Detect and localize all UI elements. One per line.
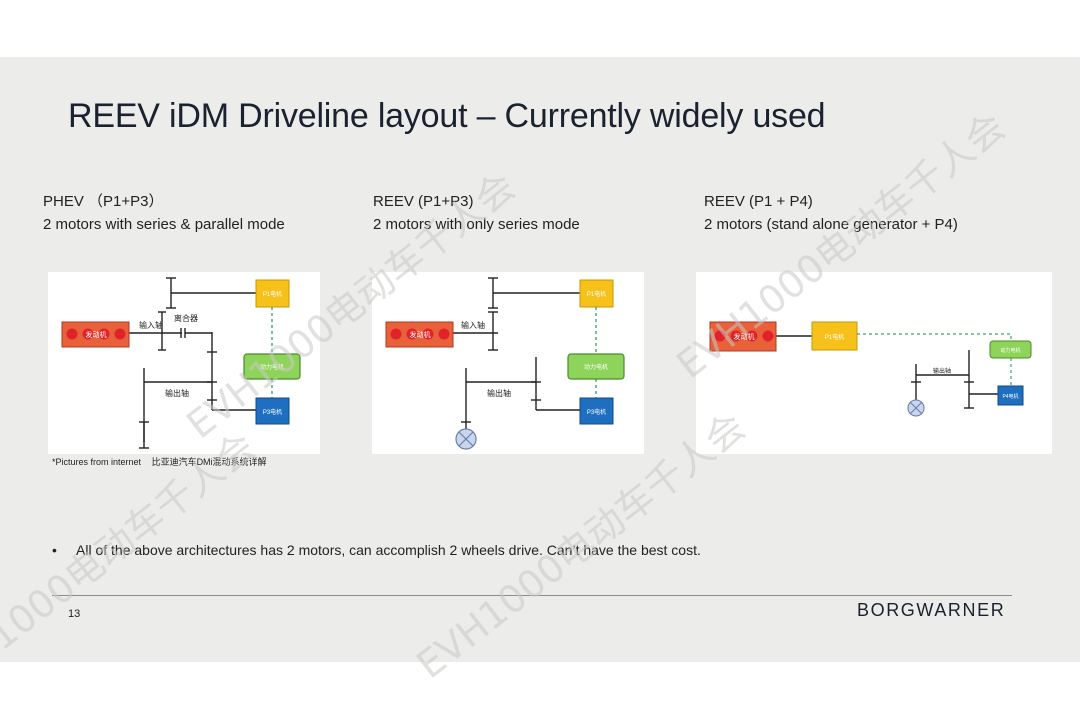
bullet-point: • All of the above architectures has 2 mo… xyxy=(52,542,701,558)
column-subheading: 2 motors with series & parallel mode xyxy=(43,216,285,233)
column-reev-p1-p3: REEV (P1+P3) 2 motors with only series m… xyxy=(373,190,580,236)
output-shaft-label: 输出轴 xyxy=(933,367,951,375)
svg-text:发动机: 发动机 xyxy=(410,330,431,339)
engine-label: 发动机 xyxy=(86,330,107,339)
phev-diagram: 发动机 输入轴 离合器 输出轴 P1电机 动力电机 P3电 xyxy=(61,277,301,449)
column-heading: REEV (P1+P3) xyxy=(373,193,474,210)
output-shaft-label: 输出轴 xyxy=(487,388,511,398)
input-shaft-label: 输入轴 xyxy=(461,320,485,330)
bullet-text: All of the above architectures has 2 mot… xyxy=(76,542,701,558)
wheel-icon xyxy=(455,428,477,450)
reev-p1-p3-diagram: 发动机 输入轴 输出轴 P1电机 动力电机 P3电机 xyxy=(385,277,625,450)
p1-motor: P1电机 xyxy=(811,321,858,351)
engine-block: 发动机 xyxy=(61,321,130,348)
column-heading: REEV (P1 + P4) xyxy=(704,193,813,210)
svg-text:动力电机: 动力电机 xyxy=(1000,347,1020,354)
drive-motor: 动力电机 xyxy=(567,353,625,380)
engine-block: 发动机 xyxy=(385,321,454,348)
column-phev: PHEV （P1+P3） 2 motors with series & para… xyxy=(43,190,285,236)
column-subheading: 2 motors with only series mode xyxy=(373,216,580,233)
column-heading: PHEV （P1+P3） xyxy=(43,193,164,210)
svg-text:发动机: 发动机 xyxy=(734,332,755,341)
p1-motor: P1电机 xyxy=(255,279,290,308)
output-shaft-label: 输出轴 xyxy=(165,388,189,398)
drive-motor: 动力电机 xyxy=(989,340,1032,359)
wheel-icon xyxy=(907,399,925,417)
svg-text:P1电机: P1电机 xyxy=(587,290,606,298)
svg-text:P3电机: P3电机 xyxy=(263,408,282,416)
p3-motor-main: P3电机 xyxy=(255,397,290,425)
source-note: *Pictures from internet 比亚迪汽车DMi混动系统详解 xyxy=(52,455,267,468)
source-note-en: *Pictures from internet xyxy=(52,457,142,467)
svg-text:P4电机: P4电机 xyxy=(1002,393,1018,400)
reev-p1-p3-diagram-panel: 发动机 输入轴 输出轴 P1电机 动力电机 P3电机 xyxy=(372,272,644,454)
reev-p1-p4-diagram-panel: 发动机 P1电机 动力电机 输出轴 P4电机 xyxy=(696,272,1052,454)
p4-motor: P4电机 xyxy=(997,385,1024,406)
page-number: 13 xyxy=(68,608,81,620)
column-reev-p1-p4: REEV (P1 + P4) 2 motors (stand alone gen… xyxy=(704,190,958,236)
phev-diagram-panel: 发动机 输入轴 离合器 输出轴 P1电机 动力电机 P3电 xyxy=(48,272,320,454)
svg-text:P3电机: P3电机 xyxy=(587,408,606,416)
borgwarner-logo: BORGWARNER xyxy=(857,600,1006,620)
column-subheading: 2 motors (stand alone generator + P4) xyxy=(704,216,958,233)
input-shaft-label: 输入轴 xyxy=(139,320,163,330)
engine-block: 发动机 xyxy=(709,321,777,352)
p3-motor: P3电机 xyxy=(579,397,614,425)
slide-title: REEV iDM Driveline layout – Currently wi… xyxy=(68,97,826,135)
footer-divider xyxy=(52,595,1012,596)
svg-text:P1电机: P1电机 xyxy=(263,290,282,298)
p1-motor: P1电机 xyxy=(579,279,614,308)
slide: REEV iDM Driveline layout – Currently wi… xyxy=(0,57,1080,662)
svg-text:动力电机: 动力电机 xyxy=(260,363,284,371)
svg-text:P1电机: P1电机 xyxy=(825,333,844,341)
drive-motor: 动力电机 xyxy=(243,353,301,380)
reev-p1-p4-diagram: 发动机 P1电机 动力电机 输出轴 P4电机 xyxy=(709,321,1032,417)
bullet-dot: • xyxy=(52,542,57,558)
source-note-cn: 比亚迪汽车DMi混动系统详解 xyxy=(151,457,267,467)
clutch-label: 离合器 xyxy=(174,313,198,323)
svg-text:动力电机: 动力电机 xyxy=(584,363,608,371)
